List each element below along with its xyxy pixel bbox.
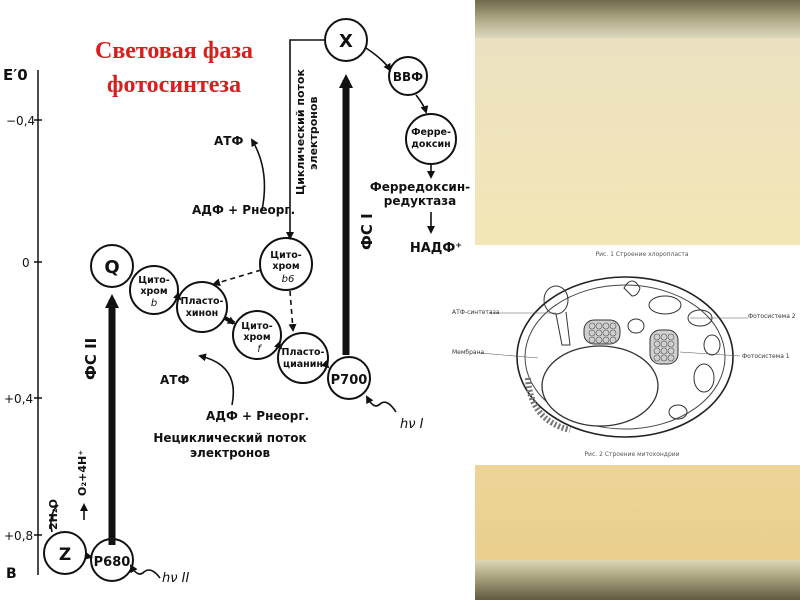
vvf-label: ВВФ: [393, 70, 423, 84]
cytochrome-f-label: f: [257, 344, 262, 355]
decorative-band-bottom: [475, 560, 800, 600]
cytochrome-f-label: хром: [243, 332, 270, 343]
adf-noncyclic-label: АДФ + Pнеорг.: [206, 409, 309, 423]
chloroplast-illustration: Рис. 1 Строение хлоропласта Рис. 2 Строе…: [452, 251, 796, 458]
q-node: [90, 244, 134, 288]
outer-membrane: [516, 276, 734, 438]
cytochrome-b-label: хром: [140, 286, 167, 297]
cyclic-flow-arrow: [286, 39, 325, 240]
ferredoxin-label: доксин: [411, 139, 451, 150]
atp-cyclic-arrow: [250, 138, 266, 211]
tick-label: 0: [22, 256, 30, 270]
granule-shape: [623, 280, 641, 297]
oxygen-label: O₂+4H⁺: [76, 450, 89, 496]
cytochrome-f-label: Цито-: [241, 321, 273, 332]
plastoquinone-label: хинон: [186, 308, 218, 319]
tick-label: +0,4: [4, 392, 33, 406]
plastoquinone-to-cytochrome-f-arrow: [224, 316, 236, 325]
slide-title-line2: фотосинтеза: [106, 72, 242, 98]
plastocyanin-label: Пласто-: [282, 347, 325, 358]
tick-label: +0,8: [4, 529, 33, 543]
atp-synthase-stalk: [555, 311, 571, 346]
noncyclic-flow-label: Нециклический поток: [153, 431, 306, 445]
adf-cyclic-label: АДФ + Pнеорг.: [192, 203, 295, 217]
inset-label-membrane: Мембрана: [452, 349, 485, 356]
hv1-label: hν I: [400, 417, 424, 432]
inset-label-photosystem1: Фотосистема 1: [742, 353, 790, 360]
inset-top-caption: Рис. 1 Строение хлоропласта: [595, 251, 688, 258]
p700-label: P700: [331, 373, 368, 388]
cytochrome-b-label: b: [151, 298, 157, 309]
b6-to-plastoquinone-arrow: [212, 269, 262, 287]
ferredoxin-node: [405, 113, 457, 165]
plastoquinone-label: Пласто-: [181, 296, 224, 307]
ps2-label: ФС II: [82, 338, 100, 380]
atp-cyclic-label: АТФ: [214, 134, 243, 148]
membrane-stack: [525, 377, 571, 433]
plastoquinone-node: [176, 281, 228, 333]
plastocyanin-node: [277, 332, 329, 384]
vvf-node: [388, 56, 428, 96]
cytochrome-b6-label: хром: [272, 261, 299, 272]
slide-title-line1: Световая фаза: [94, 38, 253, 64]
hv2-label: hν II: [162, 571, 189, 586]
plastocyanin-label: цианин: [283, 359, 323, 370]
ferredoxin-label: Ферре-: [411, 127, 451, 138]
inset-bottom-caption: Рис. 2 Строение митохондрии: [584, 451, 679, 458]
noncyclic-flow-label: электронов: [190, 446, 271, 460]
cytochrome-b-to-plastoquinone-arrow: [172, 291, 182, 301]
ferredoxin-reductase-label: редуктаза: [384, 194, 457, 208]
light-arrow-hv2: [129, 564, 161, 579]
granule-shape: [627, 318, 645, 334]
x-label: X: [339, 31, 353, 52]
lumen: [541, 345, 659, 427]
water-arrow: [50, 504, 59, 533]
cytochrome-b6-label: b6: [282, 274, 295, 285]
plastocyanin-to-p700-arrow: [320, 359, 330, 369]
q-label: Q: [104, 257, 119, 278]
cytochrome-b6-label: Цито-: [270, 250, 302, 261]
axis-label: E′0: [3, 66, 28, 84]
z-label: Z: [59, 545, 71, 565]
b6-to-plastocyanin-arrow: [288, 290, 297, 332]
cytochrome-b-label: Цито-: [138, 275, 170, 286]
cytochrome-f-to-plastocyanin-arrow: [273, 340, 283, 350]
cytochrome-f-node: [232, 310, 282, 360]
cytochrome-b-node: [129, 265, 179, 315]
atp-noncyclic-label: АТФ: [160, 373, 189, 387]
vvf-to-ferredoxin-arrow: [415, 94, 429, 114]
inset-label-atp-synthase: АТФ-синтетаза: [452, 309, 500, 316]
light-arrow-hv1: [366, 395, 397, 413]
nadf-label: НАДФ⁺: [410, 241, 462, 256]
x-to-vvf-arrow: [365, 47, 392, 72]
ferredoxin-reductase-label: Ферредоксин-: [370, 180, 470, 194]
svg-text:Циклический поток: Циклический поток: [294, 69, 307, 195]
water-label: 2H₂O: [47, 499, 60, 530]
p680-label: P680: [94, 555, 131, 570]
axis-unit: B: [6, 566, 17, 582]
ps1-label: ФС I: [358, 213, 376, 250]
z-to-p680-arrow: [84, 551, 93, 560]
atp-noncyclic-arrow: [198, 353, 234, 406]
cyclic-flow-label: Циклический поток электронов: [294, 69, 320, 195]
p700-node: [327, 356, 371, 400]
inset-label-photosystem2: Фотосистема 2: [748, 313, 796, 320]
svg-text:электронов: электронов: [307, 97, 320, 170]
decorative-band-top: [475, 0, 800, 38]
tick-label: −0,4: [6, 114, 35, 128]
p680-node: [90, 538, 134, 582]
